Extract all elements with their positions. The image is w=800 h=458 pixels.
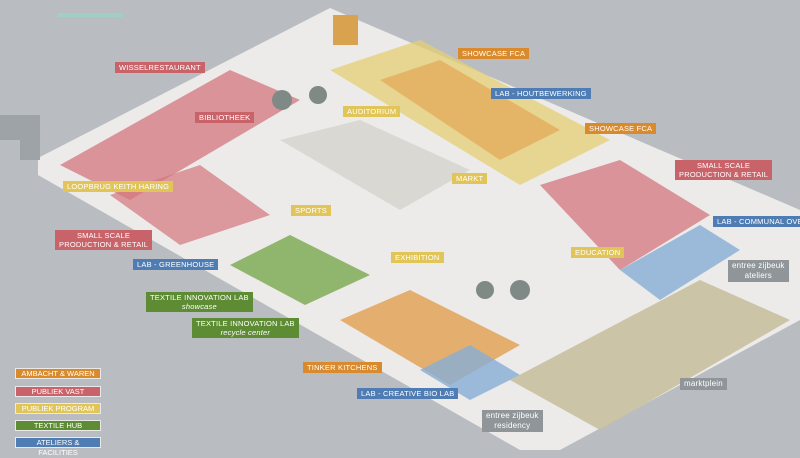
label-loopbrug: LOOPBRUG KEITH HARING — [63, 181, 174, 192]
truck — [333, 15, 358, 45]
tree — [309, 86, 327, 104]
label-auditorium: AUDITORIUM — [343, 106, 401, 117]
zone-ambacht-north — [380, 60, 560, 160]
label-line: residency — [494, 421, 531, 430]
label-wisselrestaurant: WISSELRESTAURANT — [115, 62, 205, 73]
label-line: TEXTILE INNOVATION LAB — [150, 293, 249, 302]
tree — [476, 281, 494, 299]
label-line: PRODUCTION & RETAIL — [59, 240, 149, 249]
legend-item-publiek-program: PUBLIEK PROGRAM — [15, 403, 101, 414]
label-subline: recycle center — [220, 328, 271, 337]
label-line: entree zijbeuk — [732, 261, 785, 270]
label-education: EDUCATION — [571, 247, 625, 258]
label-line: SMALL SCALE — [696, 161, 751, 170]
label-sports: SPORTS — [291, 205, 331, 216]
label-lab-creative-bio: LAB - CREATIVE BIO LAB — [357, 388, 459, 399]
label-showcase-fca-2: SHOWCASE FCA — [585, 123, 657, 134]
label-showcase-fca: SHOWCASE FCA — [458, 48, 530, 59]
tree — [272, 90, 292, 110]
zone-textile — [230, 235, 370, 305]
label-line: PRODUCTION & RETAIL — [679, 170, 769, 179]
label-lab-communal-oven: LAB - COMMUNAL OVEN — [713, 216, 800, 227]
tree — [510, 280, 530, 300]
label-lab-houtbewerking: LAB - HOUTBEWERKING — [491, 88, 591, 99]
label-line: TEXTILE INNOVATION LAB — [196, 319, 295, 328]
label-line: SMALL SCALE — [76, 231, 131, 240]
outer-wall — [0, 115, 40, 160]
label-line: entree zijbeuk — [486, 411, 539, 420]
label-subline: showcase — [181, 302, 217, 311]
label-marktplein: marktplein — [680, 378, 727, 390]
zone-facilities-oven — [620, 225, 740, 300]
legend-item-publiek-vast: PUBLIEK VAST — [15, 386, 101, 397]
zone-publiek-vast-west — [60, 70, 300, 200]
label-lab-greenhouse: LAB - GREENHOUSE — [133, 259, 219, 270]
legend-item-ambacht: AMBACHT & WAREN — [15, 368, 101, 379]
label-exhibition: EXHIBITION — [391, 252, 444, 263]
label-bibliotheek: BIBLIOTHEEK — [195, 112, 255, 123]
legend-item-ateliers: ATELIERS & FACILITIES — [15, 437, 101, 457]
zone-marktplein — [510, 280, 790, 430]
legend-item-textile-hub: TEXTILE HUB — [15, 420, 101, 431]
label-tinker-kitchens: TINKER KITCHENS — [303, 362, 382, 373]
accent-line — [58, 13, 123, 17]
zone-publiek-vast-east — [540, 160, 710, 270]
label-markt: MARKT — [452, 173, 488, 184]
label-line: ateliers — [744, 271, 772, 280]
central-hall — [280, 120, 470, 210]
zone-facilities-bio — [420, 345, 520, 400]
